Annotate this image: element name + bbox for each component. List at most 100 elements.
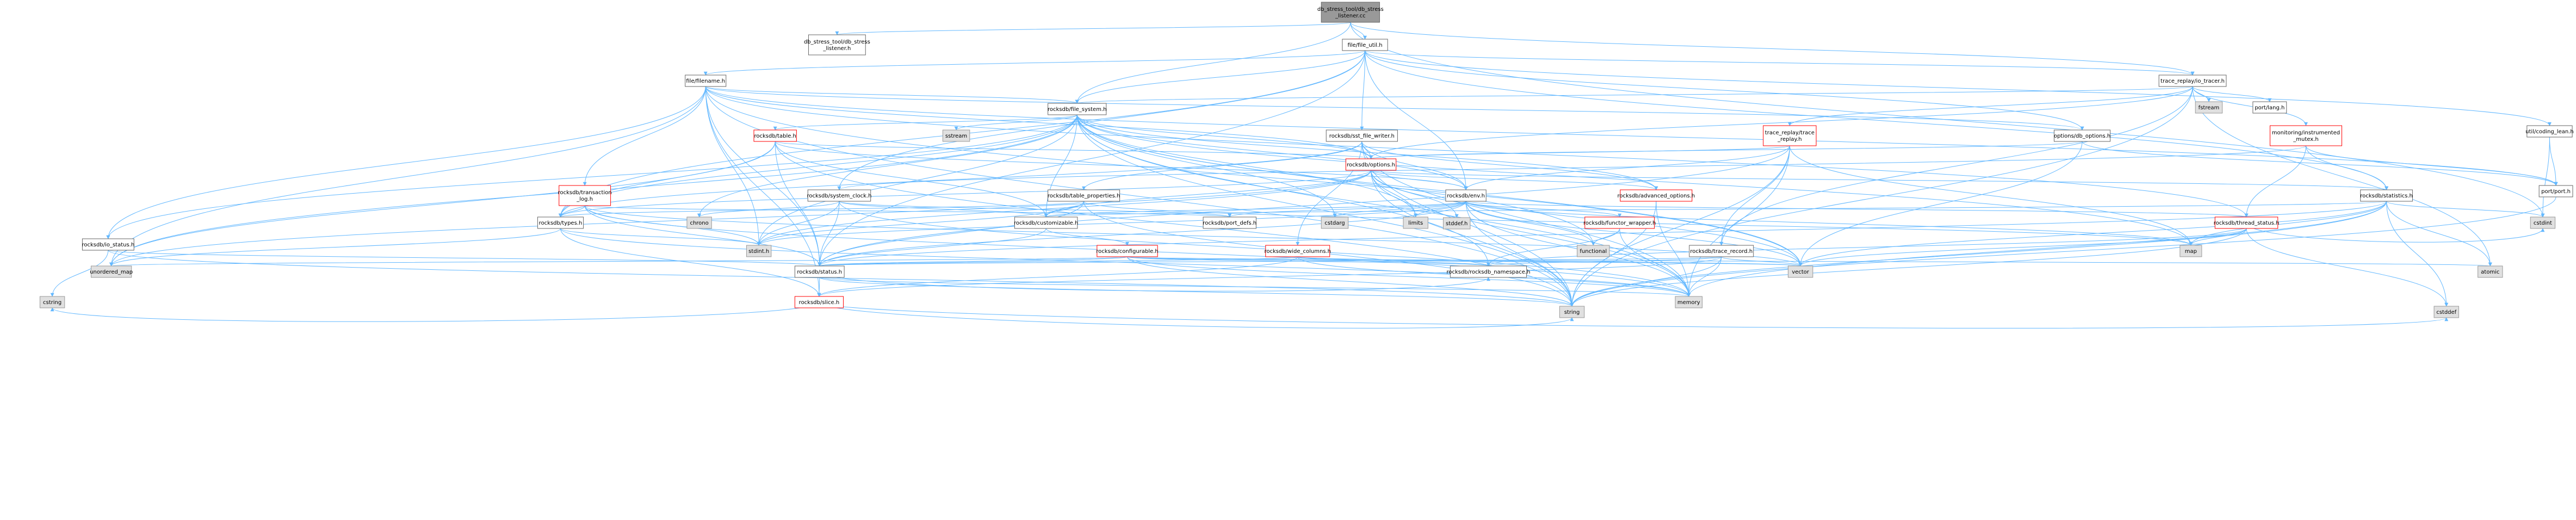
edge-filesystem-to-map [1076,114,2193,246]
node-statistics[interactable]: rocksdb/statistics.h [2360,189,2413,202]
node-widecol[interactable]: rocksdb/wide_columns.h [1264,245,1331,257]
node-box-instmutex [2269,125,2342,146]
edge-options-to-memory [1371,170,1691,297]
edge-env-to-stdint [757,201,1466,246]
edge-codinglean-to-cstdint [2541,137,2550,218]
node-box-status [794,265,845,278]
node-root[interactable]: db_stress_tool/db_stress_listener.cc [1317,2,1384,23]
node-label-tracer: trace_replay/io_tracer.h [2160,78,2225,84]
node-cstddef: cstddef [2433,306,2459,318]
node-label-statistics: rocksdb/statistics.h [2360,193,2413,199]
node-box-sstream [942,129,970,142]
edge-sstfw-to-env [1361,141,1468,190]
node-box-map [2179,245,2202,257]
node-tracerec[interactable]: rocksdb/trace_record.h [1689,245,1754,257]
edge-options-to-stddefh [1371,170,1459,218]
edge-table-to-status [775,141,822,267]
node-box-unordered [91,265,132,278]
node-label-codinglean: util/coding_lean.h [2525,129,2574,135]
edge-root-to-filesystem [1075,22,1351,104]
node-advopt[interactable]: rocksdb/advanced_options.h [1617,189,1695,202]
node-cstring: cstring [39,296,65,308]
node-box-dboptions [2054,129,2111,142]
node-box-customizable [1014,216,1078,229]
node-label-portdefs: rocksdb/port_defs.h [1203,220,1256,226]
node-map: map [2179,245,2202,257]
node-box-configurable [1097,245,1158,257]
node-translog[interactable]: rocksdb/transaction_log.h [558,185,612,206]
node-options[interactable]: rocksdb/options.h [1345,158,1397,171]
edge-tracer-to-string [1570,86,2193,307]
edge-sysclock-to-customizable [839,201,1048,218]
edge-sstfw-to-tableprop [1082,141,1363,190]
edge-filename-to-filesystem [705,86,1079,104]
node-box-portdefs [1203,216,1256,229]
node-funcwrap[interactable]: rocksdb/functor_wrapper.h [1583,216,1656,229]
node-filesystem[interactable]: rocksdb/file_system.h [1048,103,1106,115]
edge-options-to-types [559,170,1372,218]
edge-filename-to-status [705,86,822,267]
edge-iostatus-to-status [108,250,821,267]
node-box-env [1445,189,1487,202]
node-sstfw[interactable]: rocksdb/sst_file_writer.h [1326,129,1398,142]
edge-env-to-cstdarg [1333,201,1466,218]
node-label-types: rocksdb/types.h [539,220,583,226]
node-sstream: sstream [942,129,970,142]
node-box-widecol [1265,245,1330,257]
node-dbsl[interactable]: db_stress_tool/db_stress_listener.h [804,34,870,55]
edge-types-to-memory [560,228,1691,297]
node-traceplay[interactable]: trace_replay/trace_replay.h [1763,125,1817,146]
node-portdefs[interactable]: rocksdb/port_defs.h [1203,216,1256,229]
node-configurable[interactable]: rocksdb/configurable.h [1096,245,1159,257]
node-box-port [2538,185,2573,197]
edge-translog-to-portdefs [584,205,1231,218]
node-memory: memory [1675,296,1702,308]
node-customizable[interactable]: rocksdb/customizable.h [1014,216,1078,229]
node-nsp[interactable]: rocksdb/rocksdb_namespace.h [1446,265,1530,278]
node-label-instmutex: monitoring/instrumented [2272,130,2340,136]
node-label-translog: _log.h [576,196,593,202]
node-codinglean[interactable]: util/coding_lean.h [2525,125,2574,138]
node-iostatus[interactable]: rocksdb/io_status.h [82,238,134,251]
edge-filename-to-unordered [109,86,706,267]
node-env[interactable]: rocksdb/env.h [1445,189,1487,202]
node-fileutil[interactable]: file/file_util.h [1342,39,1388,51]
edge-statistics-to-cstdint [2386,201,2545,218]
node-label-string: string [1564,309,1580,315]
edge-slice-to-cstddef [819,302,2448,329]
node-tracer[interactable]: trace_replay/io_tracer.h [2158,75,2227,87]
node-label-translog: rocksdb/transaction [558,190,612,196]
node-label-stddefh: stddef.h [1446,221,1467,227]
node-sysclock[interactable]: rocksdb/system_clock.h [807,189,872,202]
node-slice[interactable]: rocksdb/slice.h [794,296,844,308]
edge-sysclock-to-stdint [757,201,840,246]
edge-filesystem-to-iostatus [106,114,1078,239]
node-box-cstddef [2433,306,2459,318]
node-instmutex[interactable]: monitoring/instrumented_mutex.h [2269,125,2342,146]
node-filename[interactable]: file/filename.h [685,75,727,87]
edge-tracer-to-instmutex [2192,86,2308,126]
node-port[interactable]: port/port.h [2538,185,2573,197]
node-table[interactable]: rocksdb/table.h [753,129,797,142]
edge-status-to-slice [817,277,821,297]
edge-types-to-slice [560,228,821,297]
node-label-vector: vector [1792,269,1810,275]
edge-tracerec-to-status [818,256,1722,267]
node-box-tracerec [1689,245,1754,257]
edge-filesystem-to-memory [1076,114,1691,297]
edge-customizable-to-status [818,228,1046,267]
edge-fileutil-to-tracer [1365,50,2195,76]
node-status[interactable]: rocksdb/status.h [794,265,845,278]
node-box-cstdint [2530,216,2556,229]
node-threadstatus[interactable]: rocksdb/thread_status.h [2214,216,2280,229]
edge-filename-to-port [705,86,2558,186]
node-types[interactable]: rocksdb/types.h [537,216,584,229]
edge-filesystem-to-vector [1076,114,1803,267]
node-tableprop[interactable]: rocksdb/table_properties.h [1048,189,1120,202]
edge-tracer-to-atomic [2192,86,2492,267]
node-box-tracer [2158,75,2227,87]
node-box-chrono [686,216,712,229]
node-portlang[interactable]: port/lang.h [2252,101,2287,114]
node-dboptions[interactable]: options/db_options.h [2054,129,2111,142]
edge-types-to-unordered [109,228,561,267]
